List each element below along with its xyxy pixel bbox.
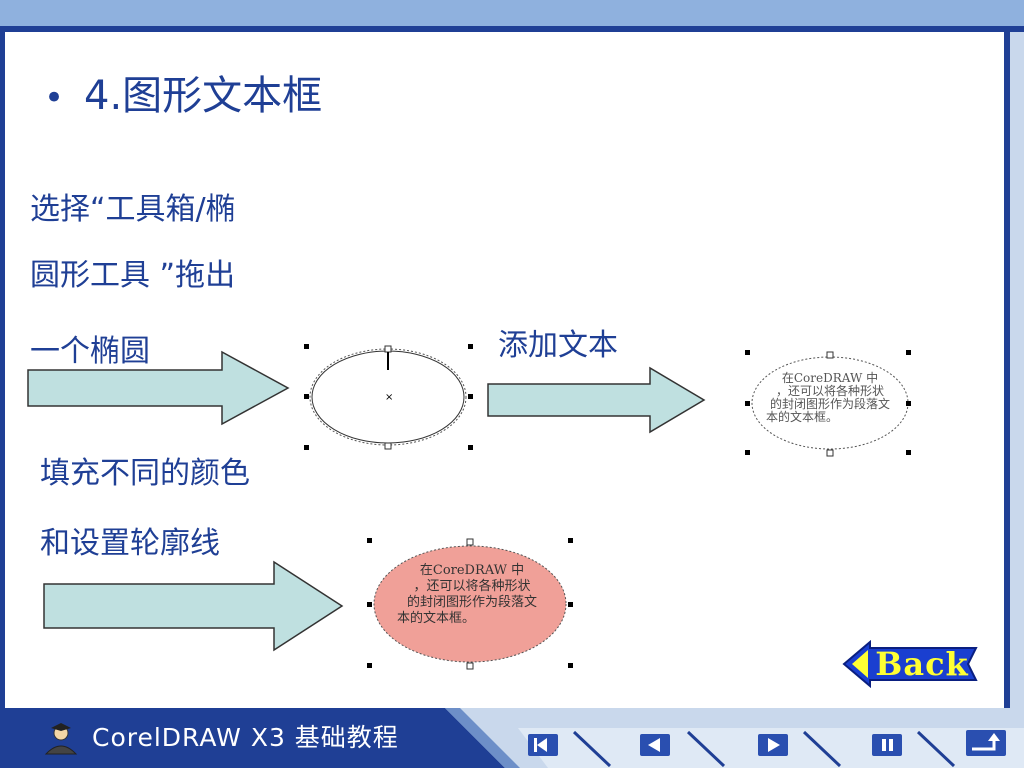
- left-border: [0, 32, 5, 708]
- exit-icon: [966, 730, 1006, 756]
- title-bullet: •: [44, 78, 65, 118]
- filled-ellipse-text-line3: 的封闭图形作为段落文: [406, 595, 537, 610]
- footer-title: CorelDRAW X3 基础教程: [92, 723, 399, 752]
- top-border: [0, 26, 1024, 32]
- ellipse-text-line4: 本的文本框。: [765, 410, 838, 424]
- svg-text:×: ×: [385, 392, 393, 403]
- right-margin: [1010, 32, 1024, 708]
- step1-line1: 选择“工具箱/椭: [30, 192, 236, 227]
- step3-line1: 填充不同的颜色: [40, 456, 250, 491]
- pause-icon: [872, 734, 902, 756]
- step1-line2: 圆形工具 ”拖出: [30, 258, 236, 293]
- slide-title: 4.图形文本框: [84, 73, 323, 119]
- step1-line3: 一个椭圆: [30, 334, 150, 369]
- nav-prev-button[interactable]: [640, 734, 670, 756]
- prev-icon: [640, 734, 670, 756]
- ellipse-text-line3: 的封闭图形作为段落文: [769, 397, 890, 411]
- filled-ellipse-text-line4: 本的文本框。: [396, 611, 475, 626]
- filled-ellipse-text-line2: ，还可以将各种形状: [413, 579, 531, 594]
- step3-line2: 和设置轮廓线: [40, 526, 220, 561]
- top-bar: [0, 0, 1024, 26]
- back-button[interactable]: Back: [842, 640, 980, 688]
- right-border: [1004, 32, 1010, 708]
- back-label: Back: [875, 645, 969, 683]
- arrow-right-1: [27, 350, 290, 426]
- instructor-icon: [44, 723, 78, 755]
- ellipse-text-line2: ，还可以将各种形状: [775, 384, 884, 398]
- ellipse-text-line1: 在CoreDRAW 中: [781, 371, 879, 385]
- next-icon: [758, 734, 788, 756]
- ellipse-filled: [367, 538, 573, 670]
- ellipse-with-text: [745, 350, 911, 457]
- nav-exit-button[interactable]: [966, 730, 1006, 756]
- arrow-right-3: [43, 560, 344, 652]
- step2-label: 添加文本: [498, 328, 618, 363]
- nav-pause-button[interactable]: [872, 734, 902, 756]
- back-arrow-icon: [842, 640, 978, 688]
- nav-next-button[interactable]: [758, 734, 788, 756]
- arrow-right-2: [487, 366, 706, 434]
- footer-bar: [0, 708, 1024, 768]
- filled-ellipse-text-line1: 在CoreDRAW 中: [419, 563, 525, 578]
- ellipse-empty: ×: [304, 344, 473, 450]
- skip-first-icon: [528, 734, 558, 756]
- nav-first-button[interactable]: [528, 734, 558, 756]
